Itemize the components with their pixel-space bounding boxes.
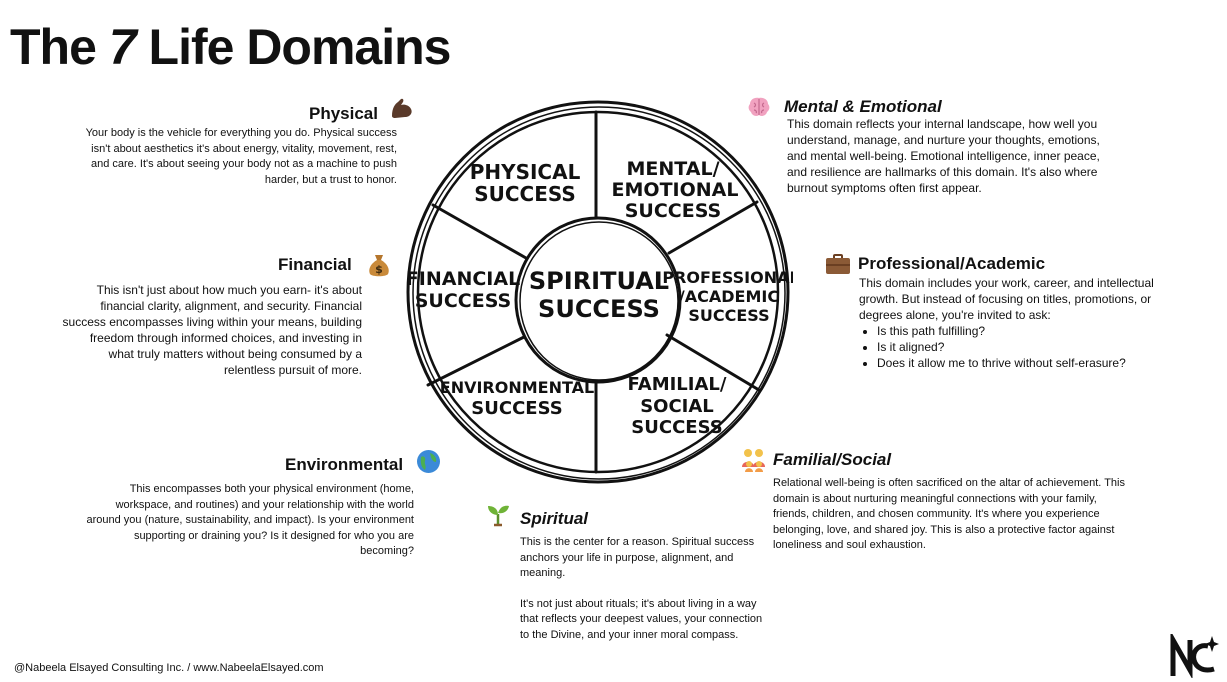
divider-upper-left <box>431 203 528 260</box>
svg-text:$: $ <box>375 263 383 276</box>
flexed-biceps-icon <box>392 98 412 118</box>
center-label-line: SUCCESS <box>538 295 660 323</box>
segment-label-line: SUCCESS <box>688 306 769 325</box>
spiritual-paragraph-2: It's not just about rituals; it's about … <box>520 597 763 641</box>
financial-title: Financial <box>278 255 352 274</box>
segment-label-line: /ACADEMIC <box>679 287 779 306</box>
financial-description: This isn't just about how much you earn-… <box>62 283 362 377</box>
family-icon <box>742 449 765 472</box>
page-title: The 7 Life Domains <box>10 18 452 76</box>
professional-title: Professional/Academic <box>858 254 1046 273</box>
life-domains-wheel: PHYSICAL SUCCESS MENTAL/ EMOTIONAL SUCCE… <box>406 100 793 484</box>
segment-label-line: EMOTIONAL <box>612 179 739 201</box>
segment-label-line: SUCCESS <box>471 398 562 419</box>
environmental-title: Environmental <box>285 455 404 474</box>
center-circle <box>514 216 682 384</box>
briefcase-icon <box>826 254 850 274</box>
segment-label-line: ENVIRONMENTAL <box>440 378 594 397</box>
professional-intro: This domain includes your work, career, … <box>859 276 1154 322</box>
outer-ring <box>406 100 790 484</box>
mental-title: Mental & Emotional <box>784 97 942 116</box>
segment-label-line: MENTAL/ <box>626 158 719 180</box>
divider-upper-right <box>667 200 759 255</box>
physical-title: Physical <box>309 104 378 123</box>
professional-questions: Is this path fulfilling? Is it aligned? … <box>859 323 1164 371</box>
center-label-line: SPIRITUAL <box>529 267 669 295</box>
segment-environmental: ENVIRONMENTAL SUCCESS <box>440 378 594 419</box>
segment-familial: FAMILIAL/ SOCIAL SUCCESS <box>628 374 727 438</box>
wheel-center: SPIRITUAL SUCCESS <box>529 267 669 323</box>
familial-title: Familial/Social <box>773 450 892 469</box>
segment-physical: PHYSICAL SUCCESS <box>470 160 581 206</box>
physical-description: Your body is the vehicle for everything … <box>85 127 397 186</box>
title-number: 7 <box>108 19 137 75</box>
title-prefix: The <box>10 19 97 75</box>
title-suffix: Life Domains <box>148 19 452 75</box>
money-bag-icon: $ <box>369 255 389 277</box>
segment-mental: MENTAL/ EMOTIONAL SUCCESS <box>612 158 739 222</box>
divider-lower-left <box>426 335 526 387</box>
footer-credit: @Nabeela Elsayed Consulting Inc. / www.N… <box>14 662 324 674</box>
professional-question: Is it aligned? <box>877 339 1164 355</box>
segment-label-line: FINANCIAL <box>406 268 520 290</box>
professional-question: Is this path fulfilling? <box>877 323 1164 339</box>
professional-question: Does it allow me to thrive without self-… <box>877 355 1164 371</box>
professional-description: This domain includes your work, career, … <box>859 275 1164 371</box>
segment-label-line: SUCCESS <box>625 200 722 222</box>
segment-label-line: SOCIAL <box>640 396 714 417</box>
segment-label-line: PHYSICAL <box>470 160 581 184</box>
ne-monogram-logo <box>1170 634 1219 678</box>
familial-description: Relational well-being is often sacrifice… <box>773 477 1125 551</box>
spiritual-description: This is the center for a reason. Spiritu… <box>520 535 770 643</box>
segment-label-line: PROFESSIONAL <box>662 268 793 287</box>
inner-ring <box>416 110 780 474</box>
mental-description: This domain reflects your internal lands… <box>787 117 1100 195</box>
seedling-icon <box>488 505 509 527</box>
segment-financial: FINANCIAL SUCCESS <box>406 268 520 312</box>
segment-label-line: FAMILIAL/ <box>628 374 727 395</box>
segment-label-line: SUCCESS <box>415 290 512 312</box>
segment-label-line: SUCCESS <box>631 417 722 438</box>
spiritual-paragraph-1: This is the center for a reason. Spiritu… <box>520 536 755 579</box>
environmental-description: This encompasses both your physical envi… <box>86 483 414 557</box>
brain-icon <box>748 97 770 116</box>
divider-lower-right <box>665 333 761 392</box>
segment-professional: PROFESSIONAL /ACADEMIC SUCCESS <box>662 268 793 325</box>
spiritual-title: Spiritual <box>520 509 589 528</box>
globe-icon <box>417 450 440 473</box>
segment-label-line: SUCCESS <box>474 182 576 206</box>
